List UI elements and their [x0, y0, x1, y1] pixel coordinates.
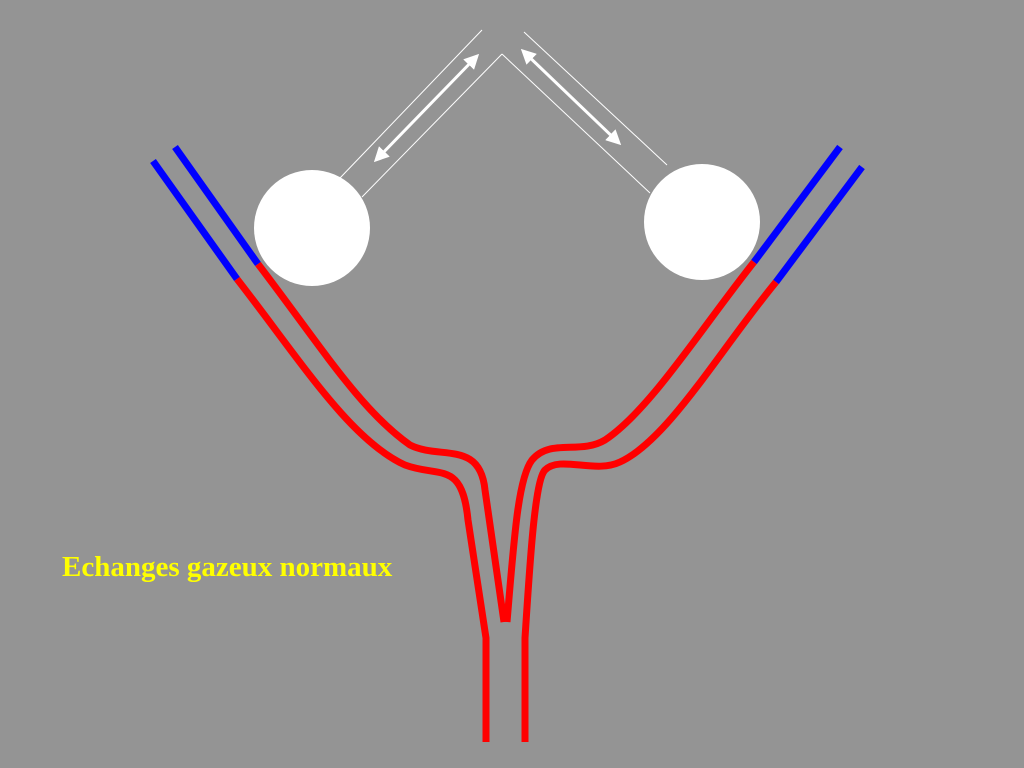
- venous-capillaries: [150, 144, 865, 285]
- left-capillary-outer-venous-segment: [150, 158, 240, 282]
- left-vessel-outer-wall: [234, 276, 490, 742]
- airway-right-inner-wall: [501, 53, 651, 194]
- left-vessel-inner-wall: [255, 261, 508, 623]
- left-gas-exchange-arrow-icon: [373, 53, 480, 163]
- right-capillary-inner-venous-segment: [751, 144, 843, 265]
- airway: [339, 29, 668, 198]
- airway-right-outer-wall: [523, 31, 668, 166]
- arterial-vessels: [234, 259, 779, 742]
- right-alveolus-icon: [644, 164, 760, 280]
- right-vessel-inner-wall: [503, 259, 757, 623]
- left-alveolus-icon: [254, 170, 370, 286]
- right-capillary-outer-venous-segment: [773, 164, 865, 285]
- airway-left-inner-wall: [361, 53, 503, 198]
- slide-caption: Echanges gazeux normaux: [62, 551, 393, 583]
- airway-left-outer-wall: [339, 29, 483, 179]
- left-capillary-inner-venous-segment: [172, 144, 261, 267]
- right-gas-exchange-arrow-icon: [520, 48, 622, 146]
- right-vessel-outer-wall: [521, 279, 779, 742]
